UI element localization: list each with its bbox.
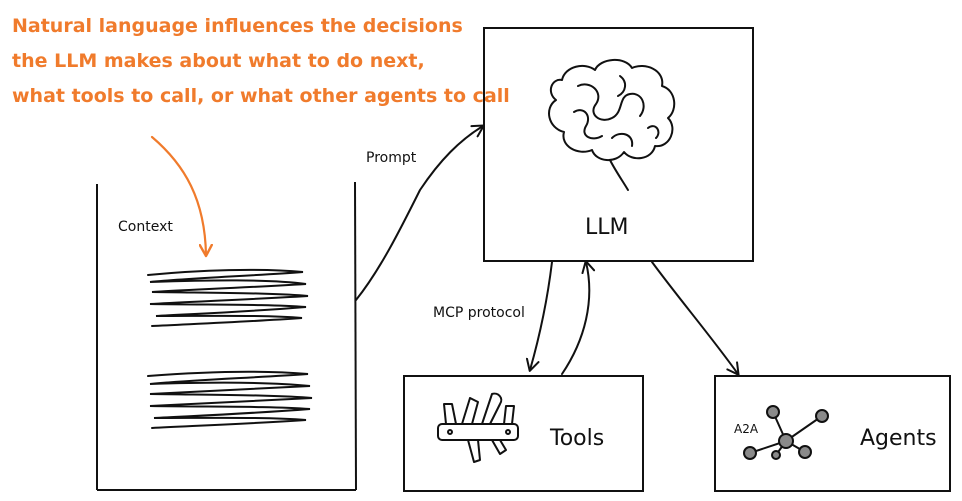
annotation-line-1: Natural language influences the decision…: [12, 15, 463, 37]
llm-box: LLM: [483, 27, 754, 262]
tools-label: Tools: [549, 426, 604, 451]
annotation-line-2: the LLM makes about what to do next,: [12, 50, 425, 72]
context-scribble-bottom: [147, 370, 313, 429]
network-icon: [743, 405, 829, 460]
prompt-arrow: [355, 124, 485, 301]
annotation-line-3: what tools to call, or what other agents…: [12, 85, 510, 107]
llm-label: LLM: [585, 215, 629, 240]
llm-to-agents-arrow: [651, 261, 740, 376]
agents-label: Agents: [860, 426, 937, 451]
agents-box: Agents A2A: [714, 375, 951, 492]
annotation-note: Natural language influences the decision…: [12, 15, 510, 107]
annotation-arrow: [150, 135, 206, 255]
prompt-label: Prompt: [366, 150, 417, 166]
mcp-protocol-label: MCP protocol: [433, 305, 525, 321]
tools-box: Tools: [403, 375, 644, 492]
tools-to-llm-arrow: [561, 260, 596, 375]
llm-to-tools-arrow: [525, 261, 553, 372]
multitool-icon: [437, 392, 519, 463]
brain-icon: [548, 59, 676, 191]
a2a-badge: A2A: [734, 422, 759, 436]
context-label: Context: [118, 219, 173, 235]
context-document: Context: [96, 181, 357, 491]
context-scribble-top: [147, 268, 309, 327]
